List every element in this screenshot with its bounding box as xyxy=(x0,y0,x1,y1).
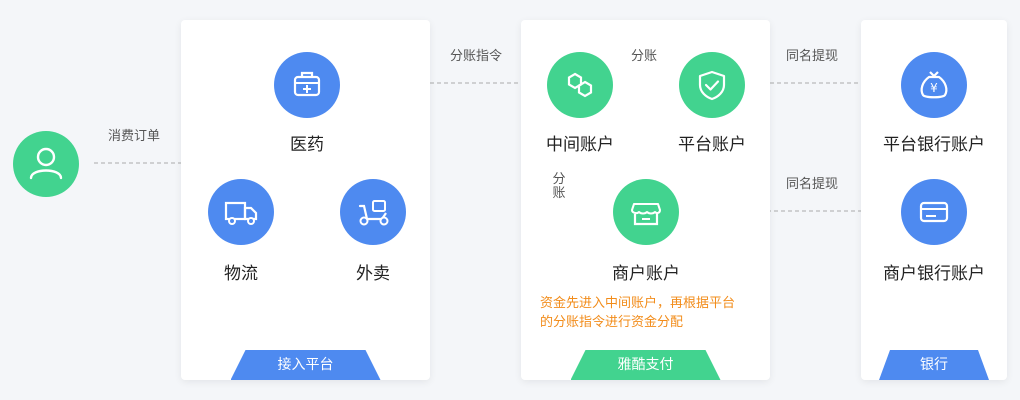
intermediate-account-node xyxy=(547,52,613,118)
card-icon xyxy=(919,201,949,223)
platform-card-tab: 接入平台 xyxy=(230,350,381,380)
merchant-bank-account-label: 商户银行账户 xyxy=(883,264,985,284)
intermediate-account-label: 中间账户 xyxy=(546,135,614,155)
takeout-label: 外卖 xyxy=(356,264,390,284)
flow-label-split-top: 分账 xyxy=(630,49,657,64)
platform-account-node xyxy=(679,52,745,118)
yakupay-card-tab: 雅酷支付 xyxy=(570,350,721,380)
shield-check-icon xyxy=(698,70,726,101)
fund-flow-note-line1: 资金先进入中间账户，再根据平台 xyxy=(540,296,736,311)
merchant-account-label: 商户账户 xyxy=(612,264,680,284)
logistics-label: 物流 xyxy=(224,264,258,284)
medical-kit-icon xyxy=(293,71,321,97)
merchant-bank-account-node xyxy=(901,179,967,245)
flow-label-split-down: 分账 xyxy=(552,172,566,201)
takeout-node xyxy=(340,179,406,245)
logistics-node xyxy=(208,179,274,245)
user-icon xyxy=(29,147,63,180)
link-icon xyxy=(567,72,593,98)
platform-bank-account-label: 平台银行账户 xyxy=(883,135,985,155)
truck-icon xyxy=(224,201,258,225)
money-bag-icon: ¥ xyxy=(920,71,948,99)
medicine-node xyxy=(274,52,340,118)
bank-card-tab: 银行 xyxy=(879,350,989,380)
storefront-icon xyxy=(631,203,661,226)
fund-flow-note-line2: 的分账指令进行资金分配 xyxy=(540,315,684,330)
platform-bank-account-node: ¥ xyxy=(901,52,967,118)
flow-label-withdraw-bottom: 同名提现 xyxy=(785,177,838,192)
flow-label-withdraw-top: 同名提现 xyxy=(785,49,838,64)
flow-label-split-instruction: 分账指令 xyxy=(449,49,502,64)
svg-text:¥: ¥ xyxy=(930,81,938,95)
fund-flow-note: 资金先进入中间账户，再根据平台 的分账指令进行资金分配 xyxy=(540,294,765,332)
merchant-account-node xyxy=(613,179,679,245)
platform-account-label: 平台账户 xyxy=(678,135,746,155)
flow-label-consume-order: 消费订单 xyxy=(107,129,160,144)
consumer-node xyxy=(13,131,79,197)
scooter-icon xyxy=(358,200,389,226)
medicine-label: 医药 xyxy=(290,135,324,155)
